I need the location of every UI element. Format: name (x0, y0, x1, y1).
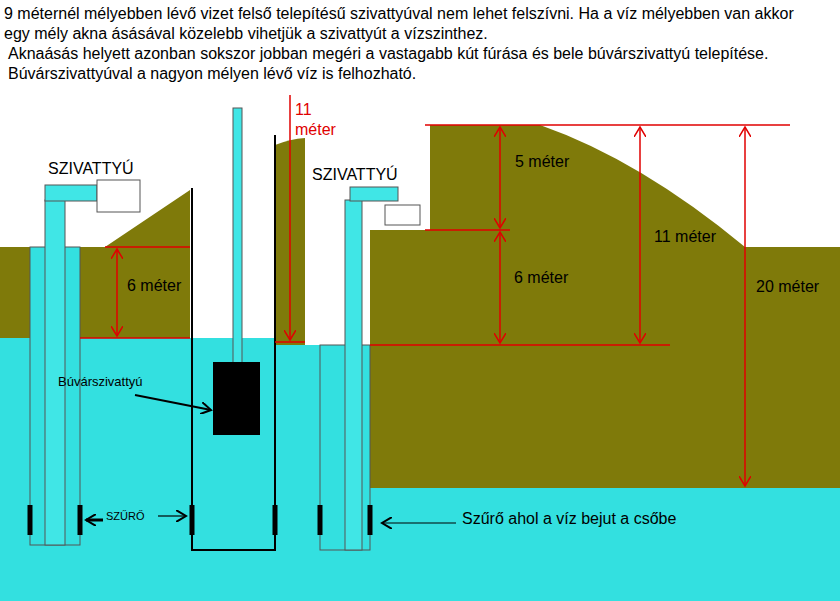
pump-label: SZIVATTYÚ (312, 166, 398, 184)
note-text: 9 méternél mélyebben lévő vizet felső te… (4, 4, 804, 44)
dimension-label: 20 méter (756, 278, 819, 296)
dimension-label: 11 méter (295, 100, 347, 140)
filter-label: SZŰRŐ (106, 510, 145, 523)
note-text: Aknaásás helyett azonban sokszor jobban … (8, 44, 808, 84)
pump-label: SZIVATTYÚ (48, 160, 134, 178)
filter-label: Szűrő ahol a víz bejut a csőbe (462, 510, 676, 528)
dimension-label: 6 méter (514, 269, 568, 287)
pump-label: Búvárszivattyú (58, 375, 143, 390)
dimension-label: 6 méter (127, 277, 181, 295)
dimension-label: 11 méter (654, 228, 716, 246)
dimension-label: 5 méter (515, 153, 569, 171)
